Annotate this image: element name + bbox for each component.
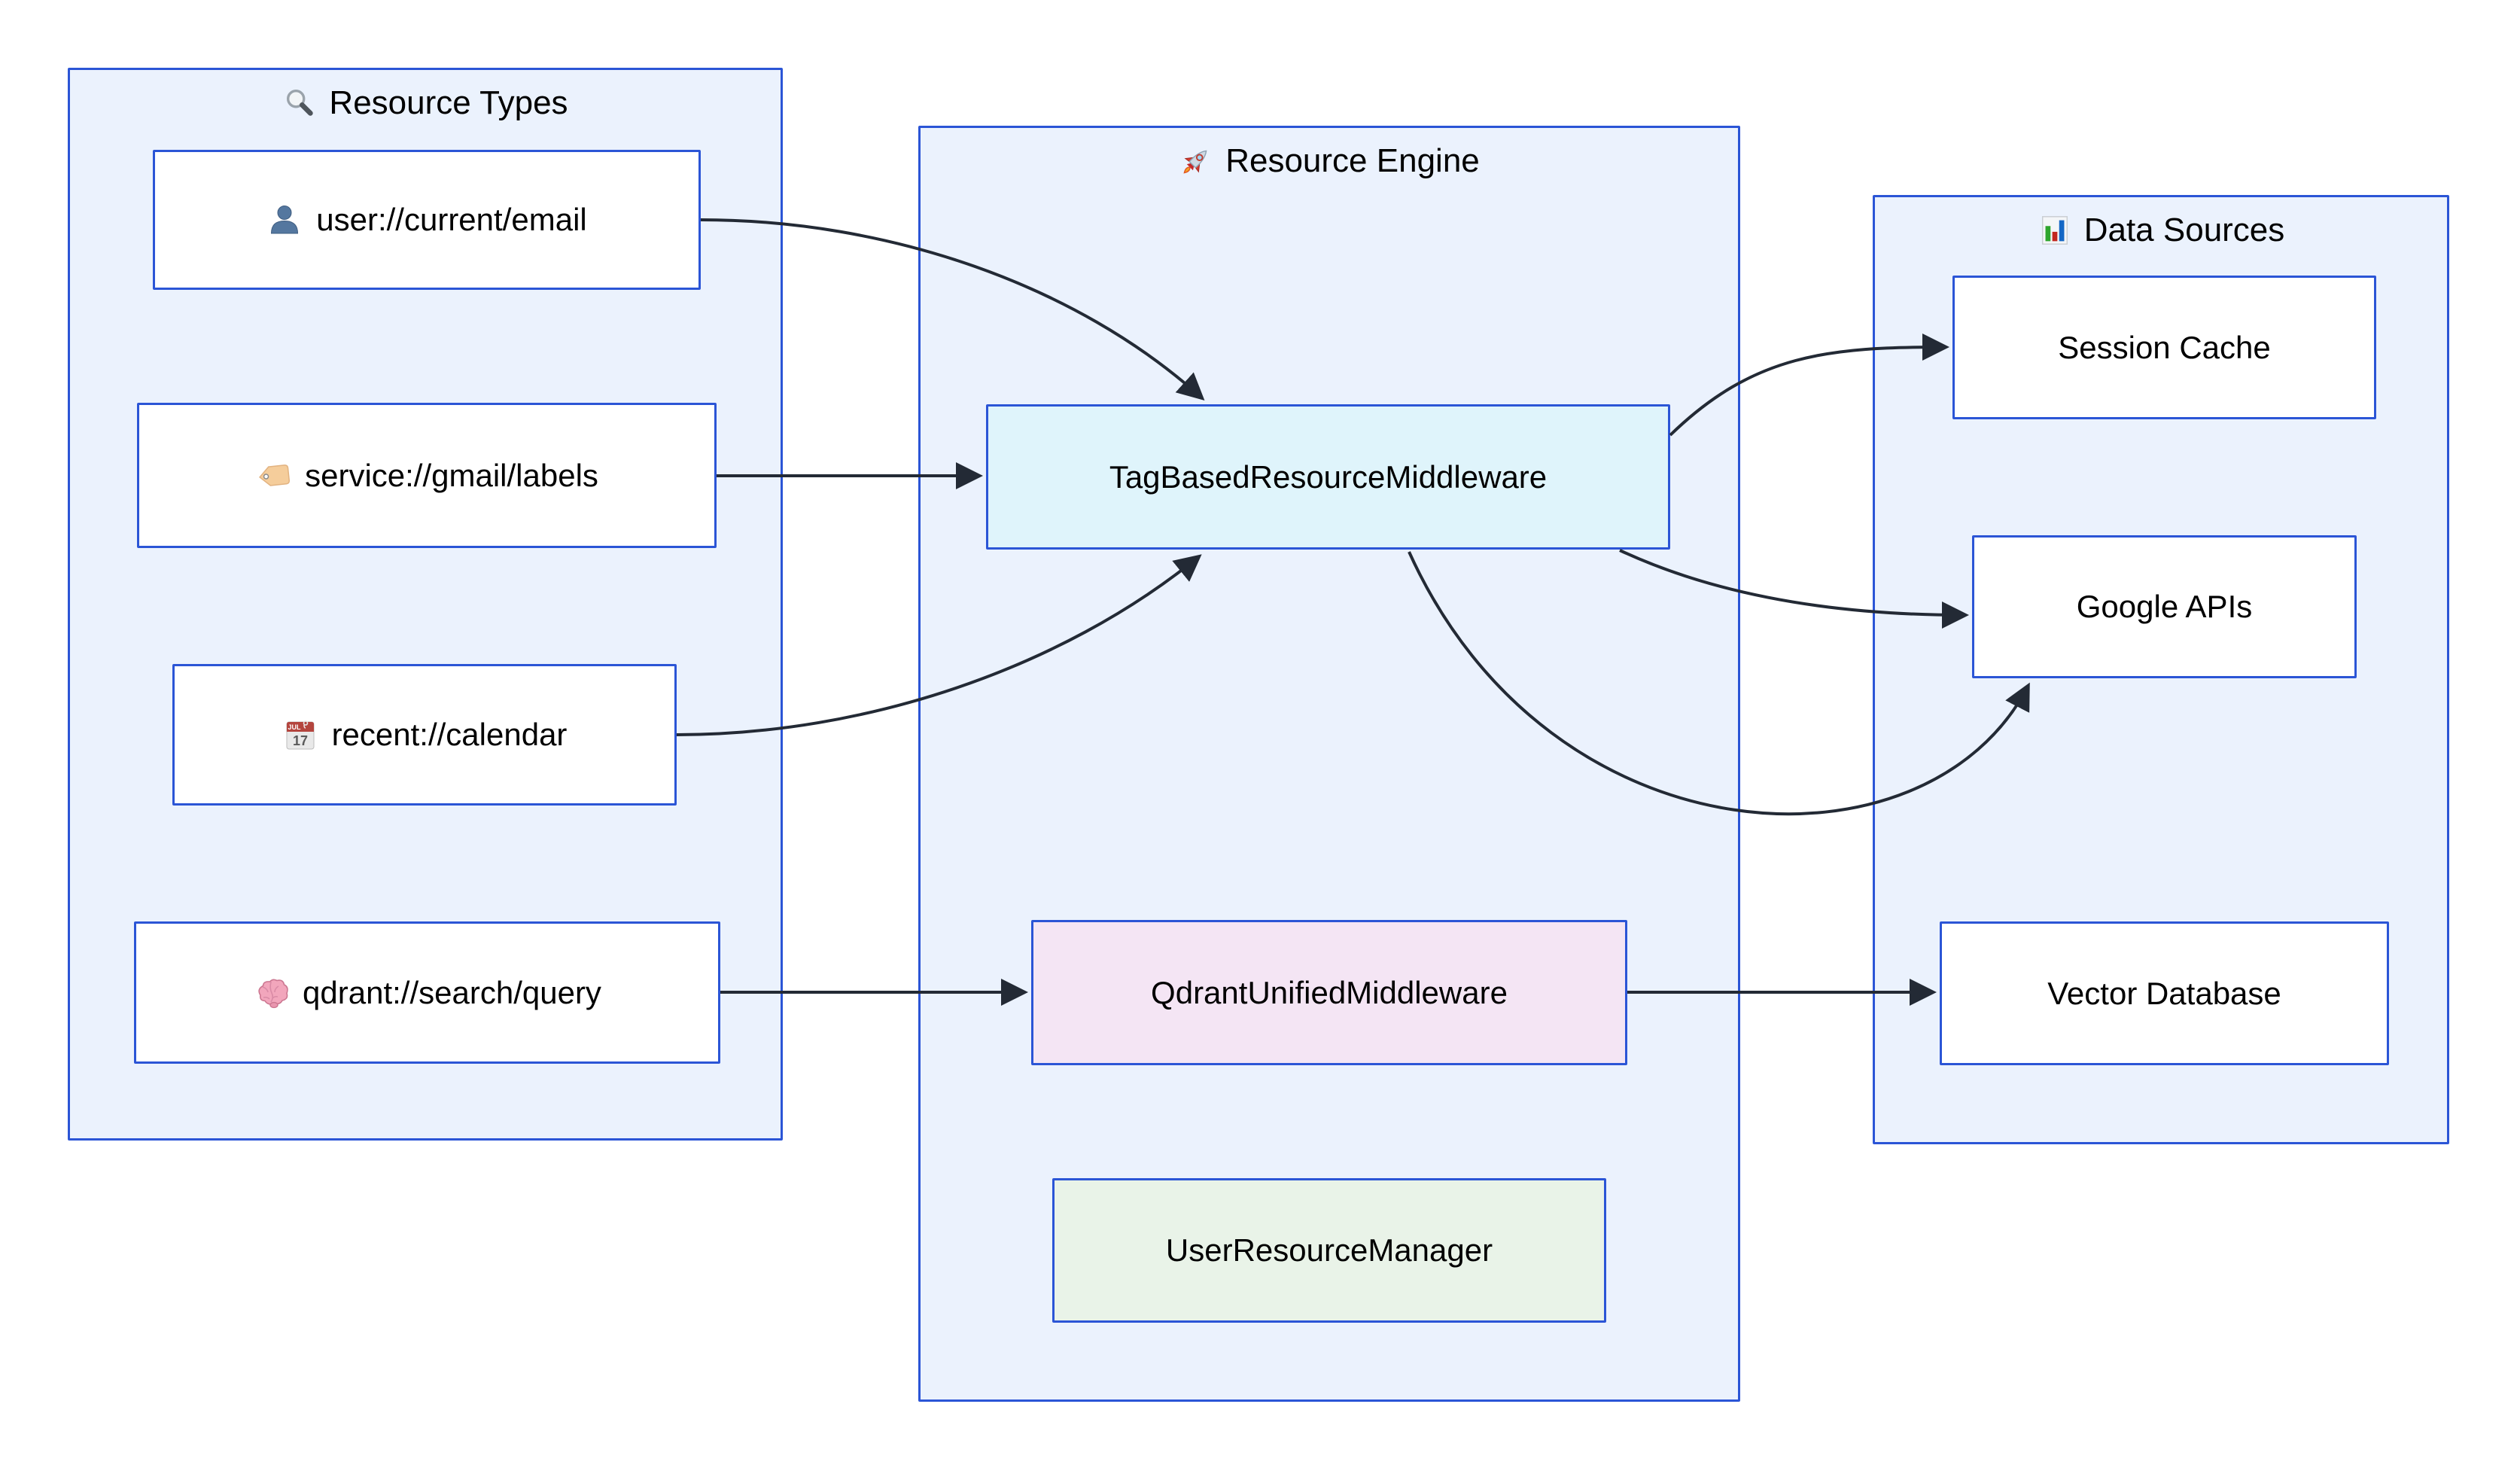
cluster-title-text: Data Sources — [2083, 212, 2285, 248]
node-tag-based-resource-middleware: TagBasedResourceMiddleware — [986, 404, 1670, 550]
svg-text:17: 17 — [293, 733, 308, 748]
cluster-title-text: Resource Types — [329, 84, 568, 121]
node-label: Google APIs — [2076, 589, 2253, 624]
node-vector-database: Vector Database — [1940, 921, 2389, 1065]
svg-text:JUL: JUL — [288, 723, 301, 731]
calendar-icon: JUL 17 — [282, 717, 318, 753]
node-label: qdrant://search/query — [303, 974, 601, 1010]
node-qdrant-search-query: qdrant://search/query — [134, 921, 720, 1064]
node-label: recent://calendar — [331, 717, 568, 752]
bar-chart-icon — [2038, 213, 2072, 248]
tag-icon — [255, 458, 291, 494]
person-icon — [266, 202, 303, 238]
node-qdrant-unified-middleware: QdrantUnifiedMiddleware — [1031, 920, 1627, 1065]
magnifier-icon — [282, 86, 317, 120]
node-label: service://gmail/labels — [305, 457, 598, 493]
node-recent-calendar: JUL 17 recent://calendar — [172, 664, 677, 806]
cluster-resource-types-title: Resource Types — [70, 82, 781, 124]
node-service-gmail-labels: service://gmail/labels — [137, 403, 717, 548]
node-user-resource-manager: UserResourceManager — [1052, 1178, 1606, 1323]
node-label: UserResourceManager — [1165, 1232, 1493, 1268]
node-google-apis: Google APIs — [1972, 535, 2357, 678]
node-label: QdrantUnifiedMiddleware — [1151, 974, 1508, 1010]
node-label: user://current/email — [316, 202, 587, 237]
cluster-resource-engine-title: Resource Engine — [921, 140, 1738, 182]
cluster-title-text: Resource Engine — [1225, 142, 1480, 179]
node-user-current-email: user://current/email — [153, 150, 701, 290]
brain-icon — [253, 975, 289, 1011]
node-session-cache: Session Cache — [1952, 276, 2376, 419]
node-label: TagBasedResourceMiddleware — [1109, 458, 1548, 495]
rocket-icon — [1179, 144, 1213, 178]
cluster-data-sources-title: Data Sources — [1875, 209, 2447, 251]
node-label: Session Cache — [2058, 329, 2271, 365]
node-label: Vector Database — [2047, 975, 2281, 1011]
